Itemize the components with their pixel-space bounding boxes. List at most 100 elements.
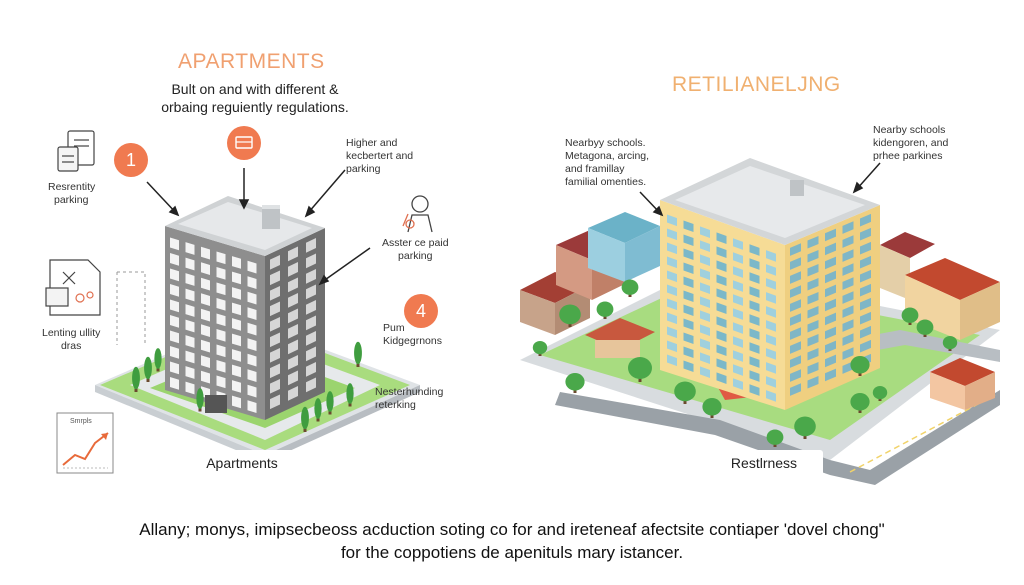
window [683,332,694,345]
tree [901,307,919,325]
window [766,292,776,304]
window [842,263,854,276]
tree [196,388,204,412]
label-line: parking [346,163,381,175]
growth-chart-icon [56,412,114,474]
apartments-panel-label: Apartments [183,450,301,476]
tree [144,356,152,382]
window [247,260,257,274]
window [716,358,727,370]
apartment-tower-yellow [660,158,880,410]
window [232,271,241,285]
window [667,242,677,255]
trees-left [132,341,362,432]
label-line: reterking [375,399,416,411]
window [825,270,836,284]
window [733,238,743,250]
label-line: Nearbyy schools. [565,137,646,149]
window [247,291,257,305]
window [842,319,854,332]
window [667,270,677,283]
window [766,320,776,332]
window [860,269,871,283]
window [288,354,298,370]
window [790,383,801,396]
window [270,378,280,394]
window [733,364,743,376]
tree [565,373,585,393]
tree [314,398,322,422]
window [807,235,819,249]
window [766,348,776,360]
window [825,368,836,382]
window [842,305,854,318]
window [749,342,760,354]
window [860,297,871,311]
window [860,241,871,255]
window [232,380,241,393]
window [667,312,677,325]
caption-line-1: Allany; monys, imipsecbeoss acduction so… [139,520,885,539]
window [667,228,677,241]
window [232,318,241,331]
window [716,246,727,258]
person-icon [402,195,433,233]
window [270,394,280,410]
window [232,364,241,378]
window [766,376,776,388]
window [270,332,280,348]
window [667,354,677,367]
window [232,395,241,409]
window [842,235,854,248]
tree [702,398,722,418]
window [170,299,179,313]
window [683,290,694,303]
label-line: Nesterhunding [375,386,444,398]
window [306,377,316,393]
number-badge-1: 1 [114,143,148,177]
label-asster-parking: Asster ce paid parking [382,237,449,263]
label-nesterhunding: Nesterhunding reterking [375,386,443,412]
tree [621,279,639,297]
tree [628,357,652,382]
window [716,260,727,272]
window [749,286,760,298]
label-nearby-schools-left: Nearbyy schools. Metagona, arcing, and f… [565,137,649,189]
window [667,284,677,297]
window [749,384,760,396]
window [733,350,743,362]
tree [326,391,334,415]
window [733,322,743,334]
window [185,257,195,271]
window [270,301,280,317]
window [288,277,298,293]
label-line: Pum [383,322,405,334]
window [247,322,257,336]
window [232,333,241,347]
window [700,268,710,280]
window [766,306,776,318]
window [247,307,257,320]
window [825,256,836,270]
window [700,240,710,252]
window [749,356,760,368]
window [247,338,257,351]
chart-icon-label: Smrpls [70,418,92,425]
window [807,249,819,263]
tree [942,336,958,351]
window [790,341,801,354]
window [306,269,316,284]
window [185,288,195,302]
window [216,266,226,280]
window [790,271,801,284]
window [683,346,694,359]
window [667,326,677,339]
apartment-tower-gray [165,196,325,420]
window [683,262,694,275]
window [807,277,819,291]
window [216,328,226,342]
restlrness-panel-label: Restlrness [705,450,823,476]
label-resrentity-parking: Resrentity parking [48,181,95,207]
window [667,340,677,353]
window [185,366,195,379]
